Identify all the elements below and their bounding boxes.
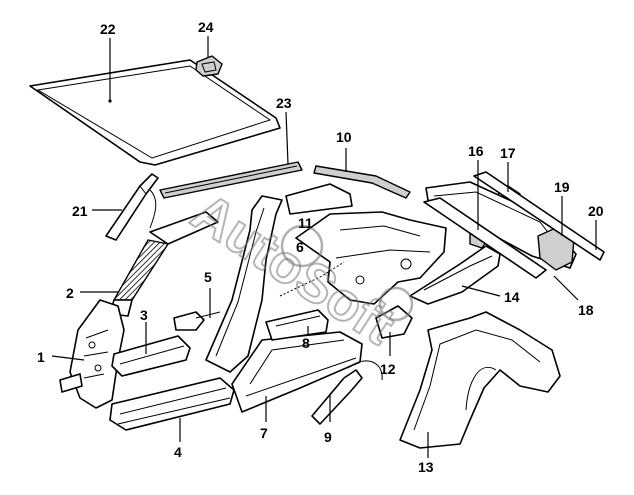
part-5-bracket bbox=[173, 311, 221, 331]
part-4-rocker-panel bbox=[109, 377, 235, 431]
callout-3: 3 bbox=[140, 307, 148, 323]
callout-2: 2 bbox=[66, 285, 74, 301]
callout-23: 23 bbox=[276, 95, 292, 111]
watermark-circle bbox=[378, 286, 414, 322]
callout-7: 7 bbox=[260, 425, 268, 441]
callout-18: 18 bbox=[578, 302, 594, 318]
part-11-center-panel bbox=[279, 211, 447, 305]
part-8-channel bbox=[265, 309, 329, 341]
callout-4: 4 bbox=[174, 444, 182, 460]
callout-labels: 1 2 3 4 5 6 7 8 9 10 11 12 13 14 16 17 1… bbox=[37, 19, 604, 475]
callout-20: 20 bbox=[588, 203, 604, 219]
callout-14: 14 bbox=[504, 289, 520, 305]
part-23-roof-rail bbox=[159, 161, 303, 199]
callout-5: 5 bbox=[204, 269, 212, 285]
watermark-circle bbox=[280, 224, 324, 268]
part-14-rear-inner bbox=[409, 245, 501, 305]
part-20-long-rail bbox=[473, 171, 605, 261]
callout-13: 13 bbox=[418, 459, 434, 475]
callout-21: 21 bbox=[72, 203, 88, 219]
part-1-hinge-pillar bbox=[59, 299, 125, 409]
callout-16: 16 bbox=[468, 143, 484, 159]
callout-19: 19 bbox=[554, 179, 570, 195]
callout-10: 10 bbox=[336, 129, 352, 145]
part-9-arch-trim bbox=[311, 360, 383, 425]
callout-6: 6 bbox=[296, 239, 304, 255]
part-13-quarter-panel bbox=[399, 311, 561, 449]
part-21-pillar-trim bbox=[105, 173, 159, 241]
part-6-b-pillar bbox=[205, 183, 353, 373]
part-3-sill-reinforcement bbox=[111, 335, 191, 377]
callout-22: 22 bbox=[100, 21, 116, 37]
leader-lines bbox=[51, 36, 597, 458]
callout-9: 9 bbox=[324, 429, 332, 445]
part-10-rail-strip bbox=[313, 165, 411, 199]
part-22-roof-panel bbox=[29, 59, 281, 166]
callout-11: 11 bbox=[298, 215, 313, 231]
part-24-clip bbox=[195, 55, 223, 77]
callout-24: 24 bbox=[198, 19, 214, 35]
callout-17: 17 bbox=[500, 145, 516, 161]
callout-1: 1 bbox=[37, 349, 45, 365]
callout-8: 8 bbox=[302, 335, 310, 351]
callout-12: 12 bbox=[380, 361, 396, 377]
